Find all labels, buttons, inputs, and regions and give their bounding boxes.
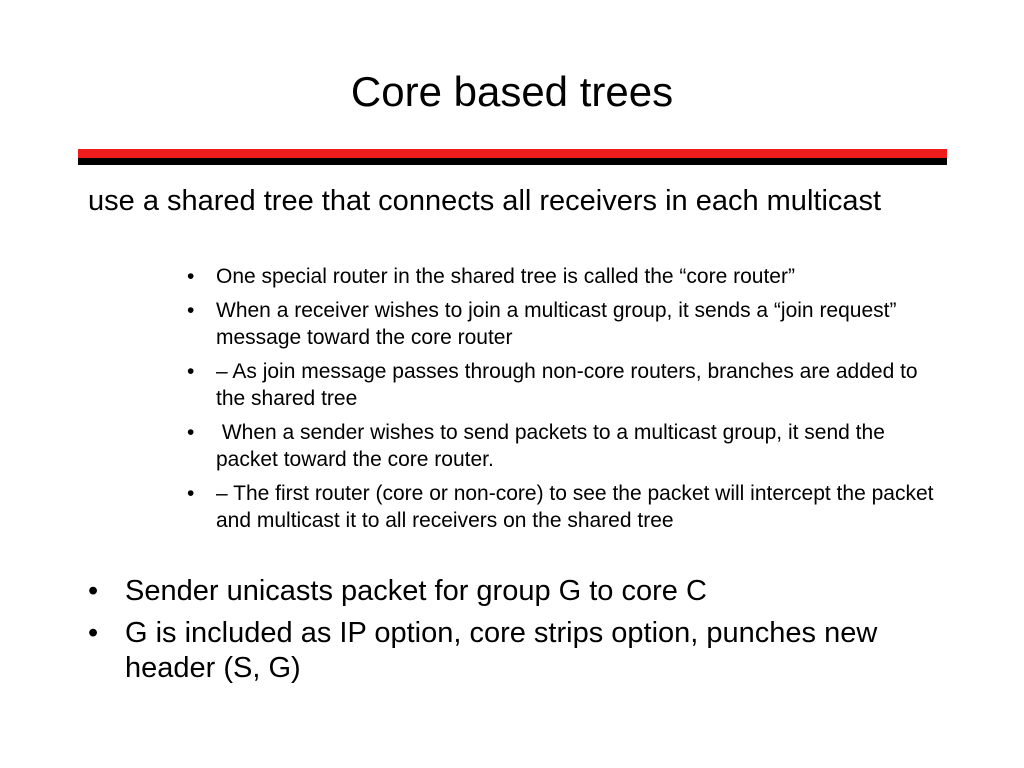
bullet-icon: •	[187, 360, 195, 383]
bullet-icon: •	[88, 575, 99, 607]
sub-bullet-text: When a receiver wishes to join a multica…	[216, 299, 897, 349]
main-bullet-item: • Sender unicasts packet for group G to …	[88, 574, 908, 609]
intro-paragraph: use a shared tree that connects all rece…	[88, 185, 882, 217]
slide-title: Core based trees	[350, 68, 674, 115]
bullet-icon: •	[187, 482, 195, 505]
sub-bullet-item: • When a receiver wishes to join a multi…	[187, 297, 937, 351]
main-bullet-item: • G is included as IP option, core strip…	[88, 616, 908, 686]
bullet-icon: •	[187, 421, 195, 444]
sub-bullet-list: • One special router in the shared tree …	[187, 263, 937, 541]
main-bullet-list: • Sender unicasts packet for group G to …	[88, 574, 908, 693]
sub-bullet-text: One special router in the shared tree is…	[216, 265, 795, 288]
sub-bullet-item: • One special router in the shared tree …	[187, 263, 937, 290]
bullet-icon: •	[187, 265, 195, 288]
sub-bullet-text: – The first router (core or non-core) to…	[216, 482, 934, 532]
main-bullet-text: G is included as IP option, core strips …	[125, 617, 878, 684]
sub-bullet-text: – As join message passes through non-cor…	[216, 360, 918, 410]
sub-bullet-item: • – The first router (core or non-core) …	[187, 480, 937, 534]
sub-bullet-item: • – As join message passes through non-c…	[187, 358, 937, 412]
title-divider-red	[78, 149, 947, 158]
bullet-icon: •	[187, 299, 195, 322]
sub-bullet-item: • When a sender wishes to send packets t…	[187, 419, 937, 473]
sub-bullet-text: When a sender wishes to send packets to …	[216, 421, 891, 471]
bullet-icon: •	[88, 617, 99, 649]
main-bullet-text: Sender unicasts packet for group G to co…	[125, 575, 707, 607]
title-divider-black	[78, 158, 947, 165]
